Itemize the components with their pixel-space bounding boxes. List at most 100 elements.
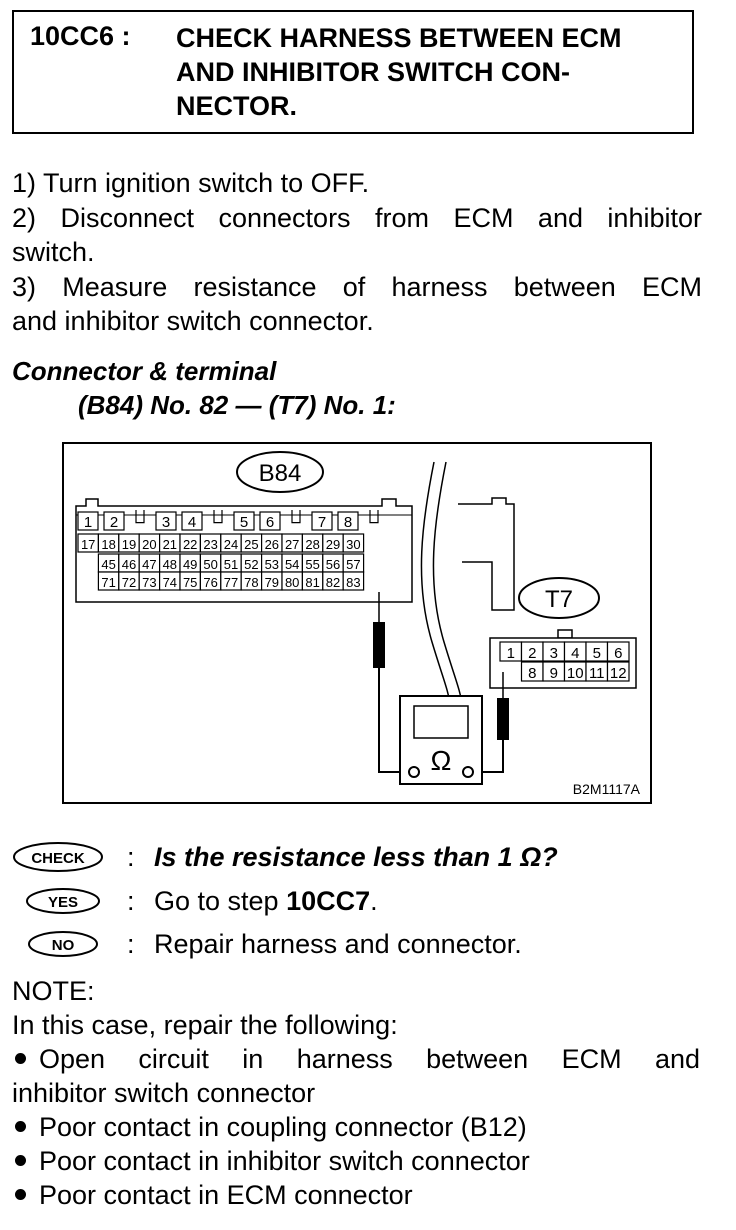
ecm-terminal-2-cell (103, 511, 125, 531)
ecm-terminal-2-label: 2 (110, 514, 118, 531)
t7-terminal-12-label: 12 (610, 665, 627, 682)
ecm-terminal-30-label: 30 (346, 537, 360, 552)
note-section: NOTE: In this case, repair the following… (12, 974, 700, 1212)
step-2-line-1: 2) Disconnect connectors from ECM and in… (12, 202, 702, 233)
ecm-terminal-72-label: 72 (122, 575, 136, 590)
check-badge-label: CHECK (31, 850, 85, 867)
connector-key-notch (213, 510, 223, 524)
ecm-terminal-3-label: 3 (162, 514, 170, 531)
note-bullet-2: Poor contact in coupling connector (B12) (12, 1110, 700, 1144)
ecm-terminal-49-label: 49 (183, 557, 197, 572)
t7-terminal-8-label: 8 (528, 665, 536, 682)
ecm-terminal-55-label: 55 (305, 557, 319, 572)
yes-prefix: Go to step (154, 886, 287, 916)
t7-terminal-10-label: 10 (567, 665, 584, 682)
step-title: CHECK HARNESS BETWEEN ECM AND INHIBITOR … (176, 21, 686, 123)
b84-label: B84 (259, 460, 302, 487)
t7-terminal-12-cell (606, 661, 630, 682)
ecm-terminal-8-label: 8 (344, 514, 352, 531)
t7-terminal-4-label: 4 (571, 645, 579, 662)
connector-heading: Connector & terminal (B84) No. 82 — (T7)… (12, 354, 396, 422)
ecm-terminal-81-label: 81 (305, 575, 319, 590)
ecm-terminal-27-label: 27 (285, 537, 299, 552)
ecm-terminal-4-label: 4 (188, 514, 196, 531)
check-badge: CHECK (13, 842, 103, 872)
ecm-terminal-74-label: 74 (163, 575, 177, 590)
no-colon: : (127, 929, 135, 959)
ecm-terminal-79-label: 79 (265, 575, 279, 590)
yes-suffix: . (370, 886, 378, 916)
note-bullet-4-text: Poor contact in ECM connector (39, 1180, 413, 1210)
ohmmeter-circuit: Ω (373, 592, 509, 785)
note-bullet-3: Poor contact in inhibitor switch connect… (12, 1144, 700, 1178)
step-title-line-1: CHECK HARNESS BETWEEN ECM (176, 23, 622, 53)
yes-step-link: 10CC7 (286, 886, 371, 916)
ecm-terminal-48-label: 48 (163, 557, 177, 572)
connector-key-notch (291, 510, 301, 524)
ecm-terminal-23-label: 23 (203, 537, 217, 552)
ecm-terminal-51-label: 51 (224, 557, 238, 572)
figure-frame (62, 442, 652, 804)
check-colon: : (127, 842, 135, 872)
ecm-terminal-5-label: 5 (240, 514, 248, 531)
t7-terminal-2-label: 2 (528, 645, 536, 662)
ecm-terminal-7-label: 7 (318, 514, 326, 531)
step-header-box: 10CC6 : CHECK HARNESS BETWEEN ECM AND IN… (12, 10, 694, 134)
t7-terminal-5-label: 5 (593, 645, 601, 662)
t7-terminal-9-label: 9 (550, 665, 558, 682)
yes-badge-label: YES (48, 894, 78, 911)
figure-code: B2M1117A (573, 781, 641, 797)
ohm-symbol: Ω (431, 745, 452, 776)
ecm-terminal-73-label: 73 (142, 575, 156, 590)
meter-terminal-left (408, 766, 420, 778)
t7-terminal-1-label: 1 (507, 645, 515, 662)
ecm-terminal-28-label: 28 (305, 537, 319, 552)
b84-label-oval (236, 451, 324, 493)
step-1: 1) Turn ignition switch to OFF. (12, 168, 370, 198)
step-id: 10CC6 : (30, 21, 131, 51)
ecm-terminal-3-cell (155, 511, 177, 531)
ecm-terminal-82-label: 82 (326, 575, 340, 590)
ecm-terminal-21-label: 21 (163, 537, 177, 552)
ecm-terminal-71-label: 71 (101, 575, 115, 590)
step-3-line-2: and inhibitor switch connector. (12, 306, 374, 336)
ecm-terminal-78-label: 78 (244, 575, 258, 590)
ecm-terminal-8-cell (337, 511, 359, 531)
ecm-terminal-18-label: 18 (101, 537, 115, 552)
note-bullet-4: Poor contact in ECM connector (12, 1178, 700, 1212)
bullet-icon (15, 1053, 26, 1065)
check-question: Is the resistance less than 1 Ω? (154, 842, 558, 872)
ecm-terminal-29-label: 29 (326, 537, 340, 552)
ecm-terminal-4-cell (181, 511, 203, 531)
ecm-terminal-57-label: 57 (346, 557, 360, 572)
ecm-terminal-17-label: 17 (81, 537, 95, 552)
step-2-line-2: switch. (12, 237, 95, 267)
ecm-terminal-54-label: 54 (285, 557, 299, 572)
probe-ecm (373, 622, 385, 668)
meter-terminal-right (462, 766, 474, 778)
note-bullet-1-line-1: Open circuit in harness between ECM and (12, 1042, 700, 1076)
note-bullet-1-line-2: inhibitor switch connector (12, 1078, 316, 1108)
ecm-terminal-56-label: 56 (326, 557, 340, 572)
ecm-terminal-83-label: 83 (346, 575, 360, 590)
ecm-terminal-1-cell (77, 511, 99, 531)
ecm-terminal-22-label: 22 (183, 537, 197, 552)
t7-terminal-6-label: 6 (614, 645, 622, 662)
note-bullet-1-text: Open circuit in harness between ECM and (39, 1044, 700, 1074)
t7-terminal-6-cell (606, 641, 630, 662)
ecm-terminal-46-label: 46 (122, 557, 136, 572)
ecm-terminal-30-cell (342, 533, 365, 553)
t7-terminal-11-label: 11 (589, 665, 605, 682)
connector-key-notch (135, 510, 145, 524)
t7-label: T7 (545, 586, 573, 613)
ecm-terminal-80-label: 80 (285, 575, 299, 590)
ecm-terminal-77-label: 77 (224, 575, 238, 590)
ecm-terminal-52-label: 52 (244, 557, 258, 572)
ecm-terminal-75-label: 75 (183, 575, 197, 590)
procedure-steps: 1) Turn ignition switch to OFF. 2) Disco… (12, 166, 702, 339)
note-label: NOTE: (12, 976, 95, 1006)
connector-terminal-spec: (B84) No. 82 — (T7) No. 1: (78, 390, 396, 420)
ecm-terminal-50-label: 50 (203, 557, 217, 572)
